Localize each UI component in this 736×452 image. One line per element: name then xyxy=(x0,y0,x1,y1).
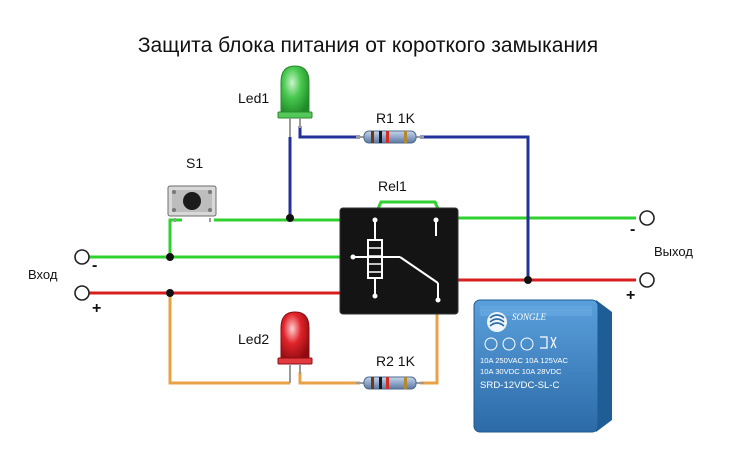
output-label: Выход xyxy=(654,244,693,259)
led-red-icon xyxy=(277,311,313,383)
input-minus-label: - xyxy=(92,257,97,274)
led1-label: Led1 xyxy=(238,90,269,106)
relay-model: SRD-12VDC-SL-C xyxy=(480,380,560,391)
terminal-icon xyxy=(74,210,655,301)
relay-brand: SONGLE xyxy=(512,312,547,322)
push-button-icon xyxy=(167,185,217,222)
rel1-label: Rel1 xyxy=(378,178,407,194)
led-green-icon xyxy=(277,65,313,137)
led2-branch-wires xyxy=(168,293,439,385)
led1-branch-wires xyxy=(288,126,530,280)
output-plus-label: + xyxy=(626,287,635,304)
relay-rating-line2: 10A 30VDC 10A 28VDC xyxy=(480,367,562,376)
input-label: Вход xyxy=(28,267,58,282)
r2-label: R2 1K xyxy=(376,353,416,369)
songle-logo-icon xyxy=(487,312,507,332)
s1-label: S1 xyxy=(186,155,203,171)
led2-label: Led2 xyxy=(238,331,269,347)
input-plus-label: + xyxy=(92,300,101,317)
relay-icon xyxy=(339,207,459,315)
songle-relay-photo: SONGLE 10A 250VAC 10A 125VAC 10A 30VDC 1… xyxy=(473,299,612,433)
relay-rating-line1: 10A 250VAC 10A 125VAC xyxy=(480,356,568,365)
junction-dots xyxy=(166,214,532,297)
cert-marks-icon xyxy=(484,336,557,351)
page-title: Защита блока питания от короткого замыка… xyxy=(138,34,598,57)
output-minus-label: - xyxy=(630,221,635,238)
r1-label: R1 1K xyxy=(376,110,416,126)
resistor-icon xyxy=(356,130,424,144)
resistor-icon xyxy=(356,376,424,390)
